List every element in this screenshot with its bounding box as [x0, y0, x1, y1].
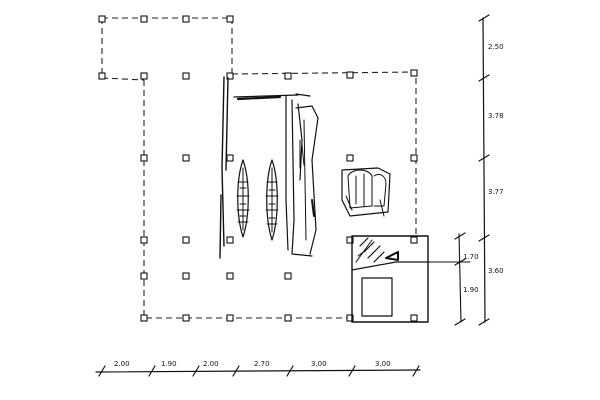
dim-h-2: 1.90: [161, 360, 177, 368]
column-square: [410, 69, 418, 77]
stair-core: [351, 235, 429, 323]
dim-h-1: 2.00: [114, 360, 130, 368]
column-square: [284, 272, 292, 280]
dimension-tick: [232, 365, 240, 377]
column-square: [410, 154, 418, 162]
dimension-tick: [98, 365, 106, 377]
dim-h-4: 2.70: [254, 360, 270, 368]
column-square: [284, 314, 292, 322]
column-square: [410, 236, 418, 244]
dimension-tick: [192, 365, 200, 377]
dimension-tick: [478, 154, 490, 162]
column-square: [284, 72, 292, 80]
column-square: [226, 15, 234, 23]
column-square: [182, 154, 190, 162]
dimension-tick: [478, 74, 490, 82]
column-square: [346, 236, 354, 244]
dimension-tick: [454, 232, 466, 240]
column-square: [182, 314, 190, 322]
column-square: [182, 15, 190, 23]
dimension-tick: [454, 318, 466, 326]
boat-display-right: [265, 159, 279, 241]
boat-display-left: [236, 159, 250, 238]
column-square: [226, 314, 234, 322]
furniture-group: [341, 167, 391, 217]
column-square: [346, 154, 354, 162]
dim-h-6: 3.00: [375, 360, 391, 368]
column-square: [98, 15, 106, 23]
dimension-tick: [478, 14, 490, 22]
dimension-chain-right: [478, 14, 490, 326]
column-square: [182, 72, 190, 80]
column-square: [98, 72, 106, 80]
column-square: [226, 154, 234, 162]
dimension-tick: [348, 365, 356, 377]
column-square: [346, 314, 354, 322]
dimension-chain-bottom: [95, 365, 421, 377]
column-square: [140, 314, 148, 322]
column-square: [140, 72, 148, 80]
column-square: [182, 236, 190, 244]
dimension-labels: 2.00 1.90 2.00 2.70 3.00 3.00 2.50 3.78 …: [114, 43, 504, 368]
dim-v-1: 2.50: [488, 43, 504, 51]
column-square: [226, 72, 234, 80]
dim-h-5: 3.00: [311, 360, 327, 368]
dim-v-3: 3.77: [488, 188, 504, 196]
dimension-tick: [412, 365, 420, 377]
dim-stair-1: 1.70: [463, 253, 479, 261]
dim-stair-total: 3.60: [488, 267, 504, 275]
dim-v-2: 3.78: [488, 112, 504, 120]
column-grid: [98, 15, 418, 322]
column-square: [226, 236, 234, 244]
dim-stair-2: 1.90: [463, 286, 479, 294]
column-square: [410, 314, 418, 322]
central-wall: [219, 76, 319, 259]
dimension-tick: [478, 234, 490, 242]
column-square: [140, 15, 148, 23]
column-square: [140, 154, 148, 162]
dimension-chain-stair: [427, 232, 471, 326]
dimension-tick: [454, 258, 466, 266]
dimension-tick: [478, 318, 490, 326]
column-square: [140, 272, 148, 280]
column-square: [346, 71, 354, 79]
dim-h-3: 2.00: [203, 360, 219, 368]
dimension-tick: [148, 365, 156, 377]
column-square: [140, 236, 148, 244]
dimension-tick: [286, 365, 294, 377]
column-square: [226, 272, 234, 280]
column-square: [182, 272, 190, 280]
